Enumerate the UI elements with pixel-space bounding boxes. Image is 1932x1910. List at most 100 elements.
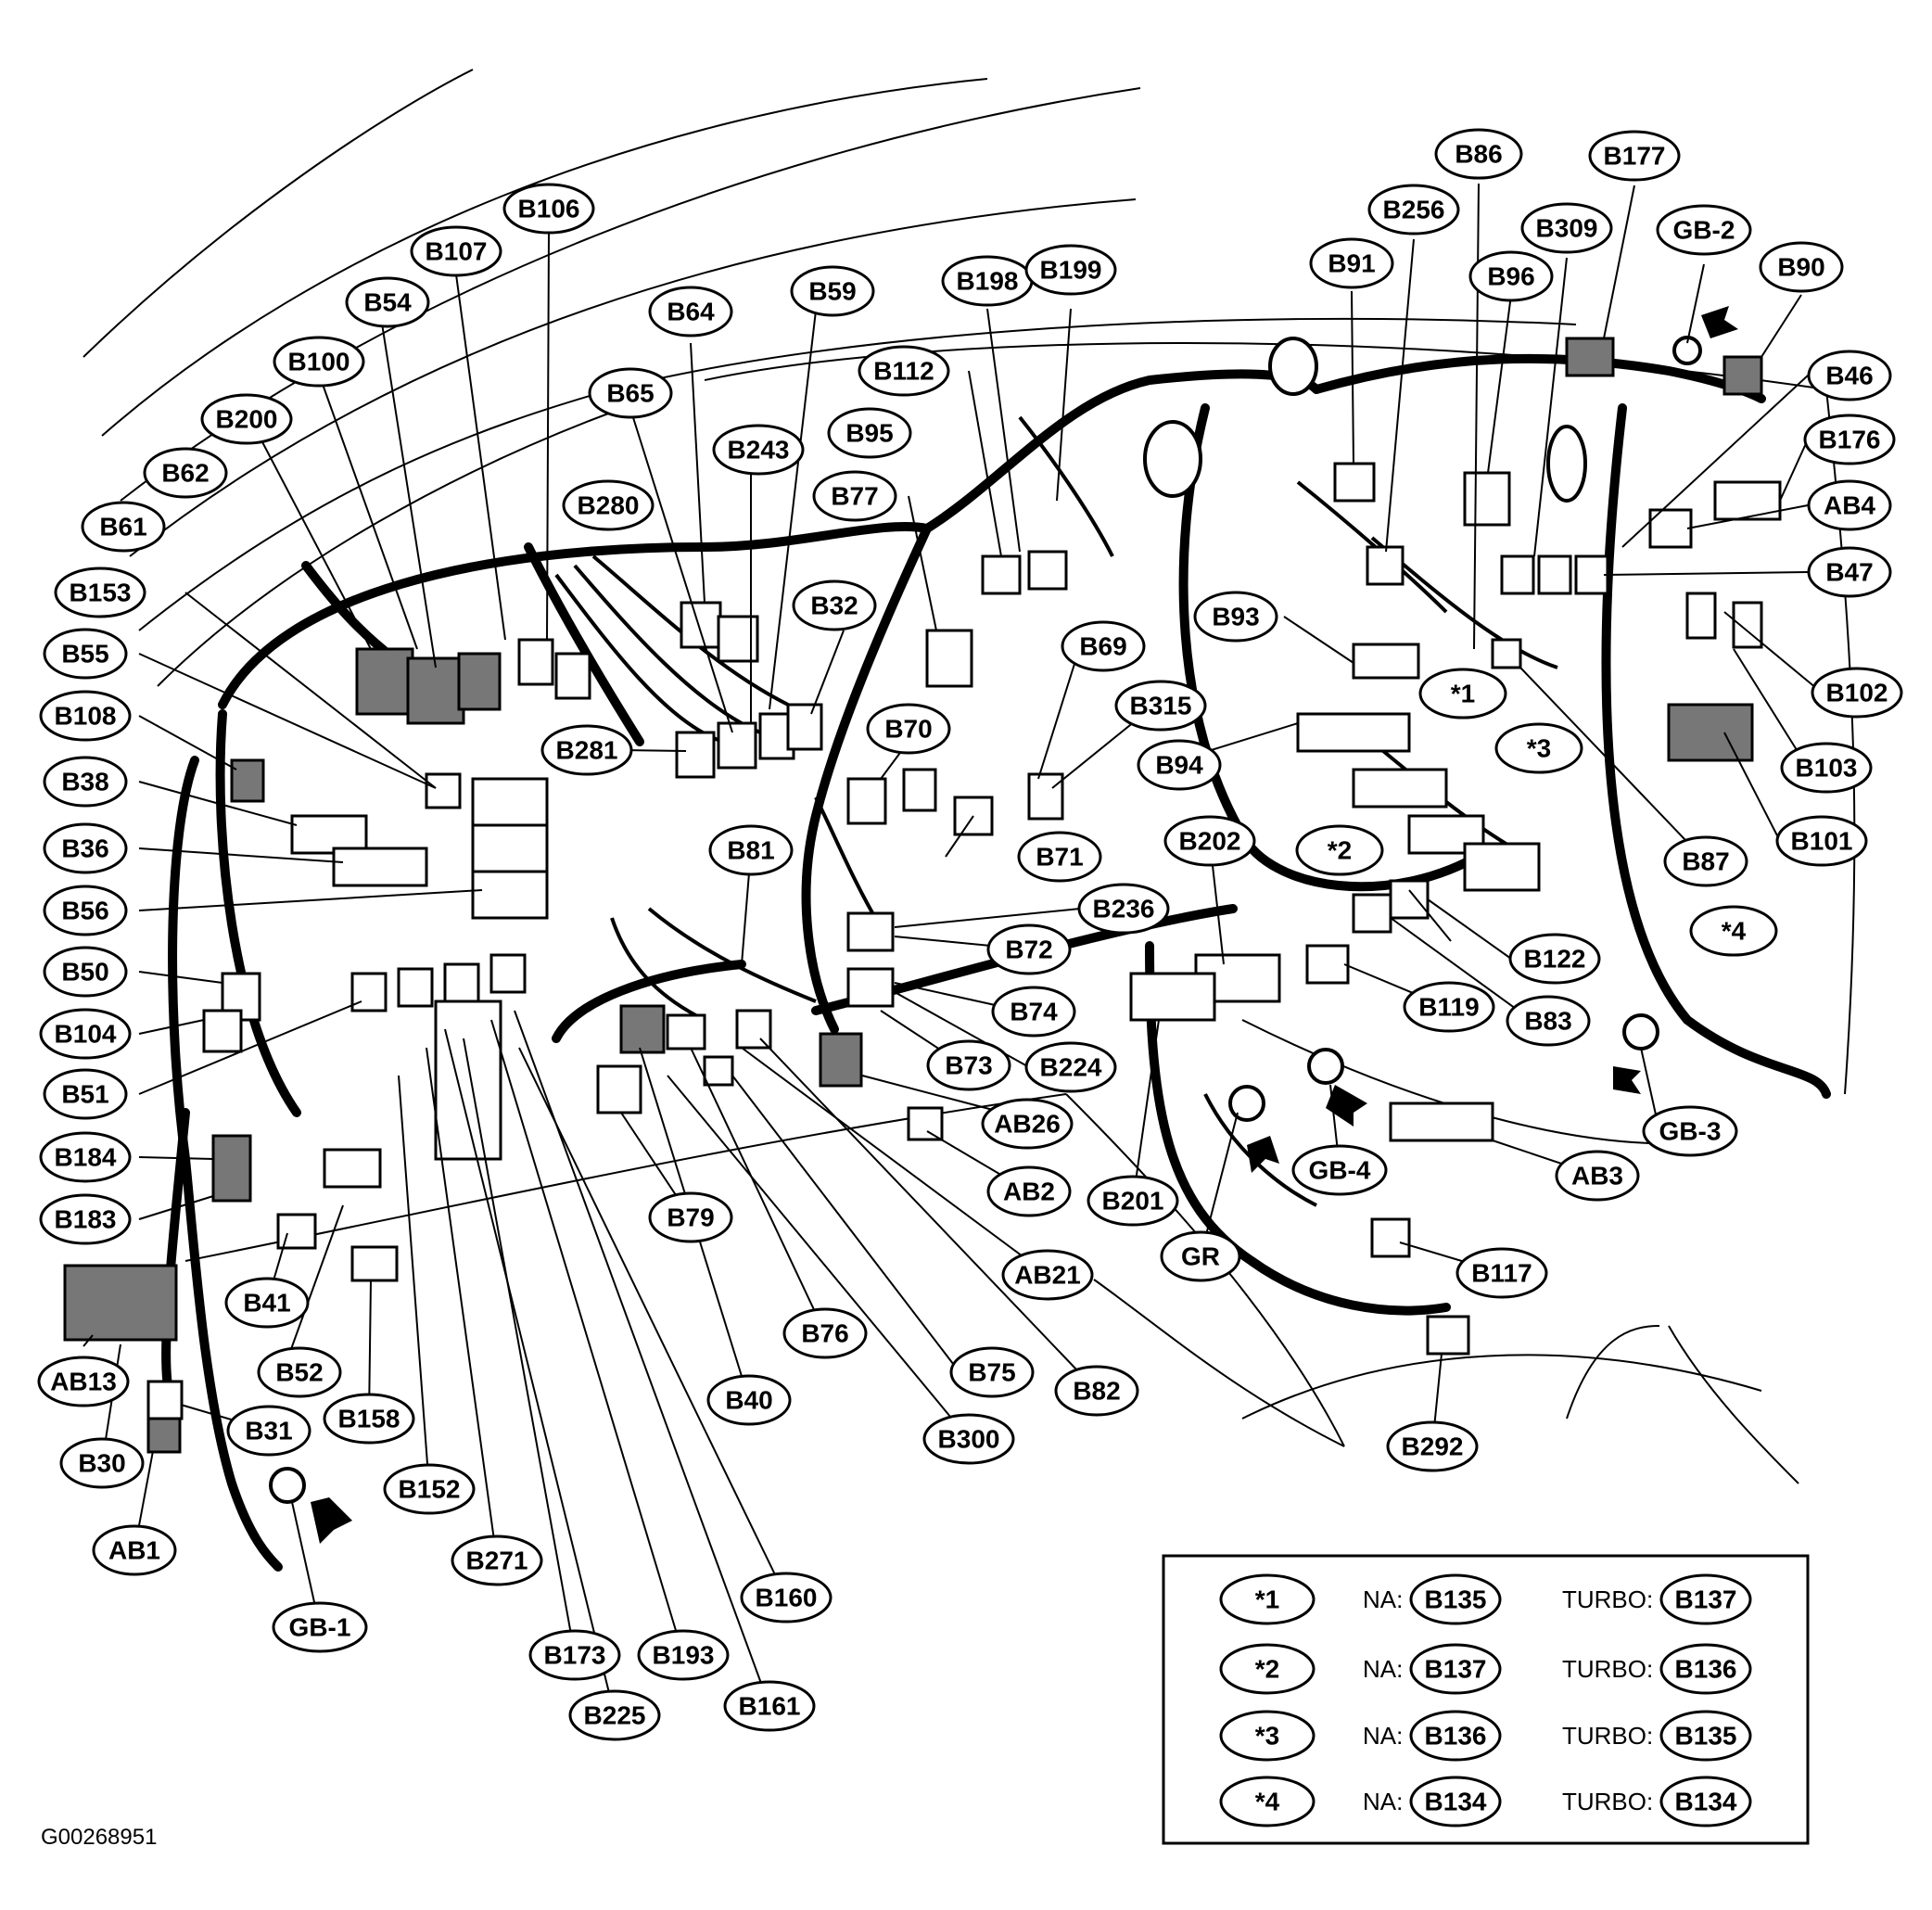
legend-turbo-label: TURBO: — [1562, 1722, 1653, 1750]
arrow-gb3 — [1613, 1066, 1641, 1094]
connector-b31 — [146, 1380, 184, 1420]
callout-b315: B315 — [1114, 680, 1207, 732]
callout-b38: B38 — [43, 756, 128, 808]
callout-b73-label: B73 — [945, 1051, 992, 1080]
connector-b309b — [1537, 554, 1572, 595]
callout-b61-label: B61 — [99, 513, 146, 541]
callout-b108-label: B108 — [55, 702, 117, 731]
connector-b119 — [1305, 944, 1350, 985]
callout-b200-label: B200 — [216, 405, 278, 434]
callout-b75: B75 — [949, 1346, 1035, 1398]
variant-legend: *1 NA: B135 TURBO: B137 *2 NA: B137 TURB… — [1162, 1554, 1810, 1845]
callout-b158-label: B158 — [338, 1405, 400, 1433]
callout-b300-label: B300 — [938, 1425, 1000, 1454]
callout-b40: B40 — [706, 1374, 792, 1426]
connector-b36 — [332, 847, 428, 887]
callout-b160-label: B160 — [756, 1584, 818, 1612]
connector-b79 — [596, 1064, 642, 1114]
callout-b54: B54 — [345, 276, 430, 328]
callout-b90: B90 — [1759, 241, 1844, 293]
callout-b315-label: B315 — [1130, 692, 1192, 720]
callout-b47-label: B47 — [1825, 558, 1873, 587]
legend-row: *1 NA: B135 TURBO: B137 — [1219, 1573, 1752, 1625]
callout-b236: B236 — [1077, 883, 1170, 935]
connector-b76 — [666, 1013, 706, 1050]
callout-b30: B30 — [59, 1437, 145, 1489]
callout-b94-label: B94 — [1155, 751, 1203, 780]
callout-star2-label: *2 — [1328, 836, 1352, 865]
callout-b36-label: B36 — [61, 834, 108, 863]
callout-b198-label: B198 — [957, 267, 1019, 296]
connector-b32b — [786, 703, 823, 751]
callout-b72-label: B72 — [1005, 936, 1052, 964]
callout-b104: B104 — [39, 1008, 132, 1060]
callout-b51-label: B51 — [61, 1080, 108, 1109]
callout-b117: B117 — [1455, 1247, 1548, 1299]
callout-b32-label: B32 — [810, 592, 858, 620]
connector-b77 — [925, 629, 973, 688]
connector-b71 — [953, 796, 994, 836]
callout-b86-label: B86 — [1455, 140, 1502, 169]
callout-b50-label: B50 — [61, 958, 108, 987]
callout-b55-label: B55 — [61, 640, 108, 668]
callout-b86: B86 — [1434, 128, 1523, 180]
callout-star3: *3 — [1494, 722, 1583, 774]
legend-turbo-value: B136 — [1675, 1655, 1737, 1684]
connector-b201 — [1129, 972, 1216, 1022]
callout-b256: B256 — [1367, 184, 1460, 236]
connector-b95 — [1027, 550, 1068, 591]
callout-b70-label: B70 — [884, 715, 932, 744]
connector-b106 — [517, 638, 554, 686]
legend-row: *4 NA: B134 TURBO: B134 — [1219, 1776, 1752, 1827]
callout-ab13: AB13 — [37, 1356, 130, 1407]
connector-b117 — [1370, 1217, 1411, 1258]
callout-b158: B158 — [323, 1393, 415, 1445]
ground-gb3 — [1622, 1013, 1659, 1050]
connector-ab3 — [1389, 1101, 1494, 1142]
callout-b52: B52 — [257, 1346, 342, 1398]
connector-b281 — [675, 731, 716, 779]
connector-b96 — [1463, 471, 1511, 527]
callout-b40-label: B40 — [725, 1386, 772, 1415]
callout-b95: B95 — [827, 407, 912, 459]
connector-b158 — [350, 1245, 399, 1282]
ground-gr — [1228, 1085, 1265, 1122]
ground-terminals — [269, 336, 1702, 1504]
callout-b96-label: B96 — [1487, 262, 1534, 291]
callout-b193: B193 — [637, 1629, 730, 1681]
callout-ab1: AB1 — [92, 1524, 177, 1576]
callout-ab26: AB26 — [981, 1098, 1074, 1150]
connector-ab13 — [63, 1264, 178, 1342]
connector-b87 — [1491, 638, 1522, 669]
connector-b74 — [846, 967, 895, 1008]
legend-turbo-label: TURBO: — [1562, 1655, 1653, 1683]
connector-b309 — [1500, 554, 1535, 595]
legend-row-key: *2 — [1255, 1655, 1279, 1684]
callout-ab26-label: AB26 — [994, 1110, 1061, 1139]
legend-na-label: NA: — [1363, 1585, 1403, 1613]
arrow-gb2 — [1701, 306, 1738, 338]
legend-na-value: B135 — [1425, 1585, 1487, 1614]
callout-b83: B83 — [1506, 995, 1591, 1047]
callout-star1-label: *1 — [1451, 680, 1475, 708]
callout-b69-label: B69 — [1079, 632, 1126, 661]
connector-b112 — [981, 554, 1022, 595]
callout-gb3: GB-3 — [1642, 1105, 1738, 1157]
callout-ab2-label: AB2 — [1003, 1178, 1055, 1206]
callout-b59: B59 — [790, 265, 875, 317]
connector-b184 — [211, 1134, 252, 1203]
connector-b176 — [1713, 480, 1782, 521]
callout-ab2: AB2 — [986, 1165, 1072, 1217]
callout-b281: B281 — [540, 724, 633, 776]
arrow-gb1 — [311, 1497, 352, 1544]
callout-b243: B243 — [712, 424, 805, 476]
callout-b199-label: B199 — [1040, 256, 1102, 285]
ground-gb2 — [1672, 336, 1702, 365]
callout-gb3-label: GB-3 — [1659, 1117, 1722, 1146]
connector-ab26 — [819, 1032, 863, 1088]
callout-b153-label: B153 — [70, 579, 132, 607]
callout-b112-label: B112 — [873, 357, 934, 386]
callout-b51: B51 — [43, 1068, 128, 1120]
connector-b108 — [230, 758, 265, 803]
